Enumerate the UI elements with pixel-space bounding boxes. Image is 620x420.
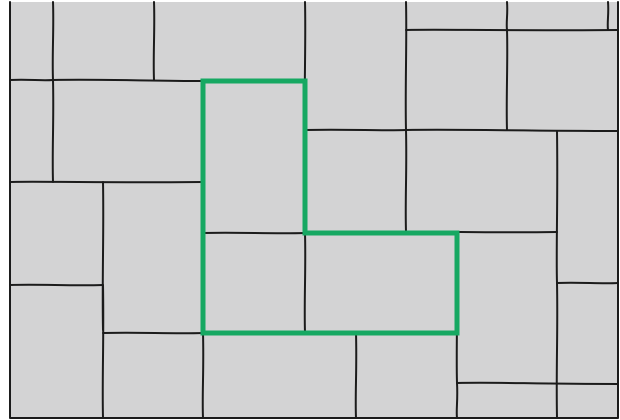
tile-joint (557, 131, 558, 283)
tile-joint (406, 130, 407, 232)
tile-joint (406, 30, 618, 31)
tile-joint (507, 30, 508, 130)
tile-joint (10, 182, 203, 183)
tile-joint (103, 333, 203, 334)
tile-joint (53, 80, 54, 182)
tile-joint (406, 2, 407, 130)
tile-joint (356, 333, 357, 418)
tile-joint (305, 130, 406, 131)
tile-joint (203, 333, 204, 418)
tile-joint (53, 2, 54, 80)
tile-joint (103, 285, 104, 418)
tile-joint (608, 2, 609, 30)
paving-area (10, 2, 618, 418)
tile-joint (305, 233, 306, 333)
tile-joint (457, 383, 458, 418)
tile-joint (557, 283, 558, 418)
tile-joint (10, 285, 103, 286)
tile-joint (557, 283, 618, 284)
tile-joint (507, 2, 508, 30)
tile-joint (10, 80, 53, 81)
tile-joint (154, 2, 155, 80)
tile-joint (203, 233, 305, 234)
